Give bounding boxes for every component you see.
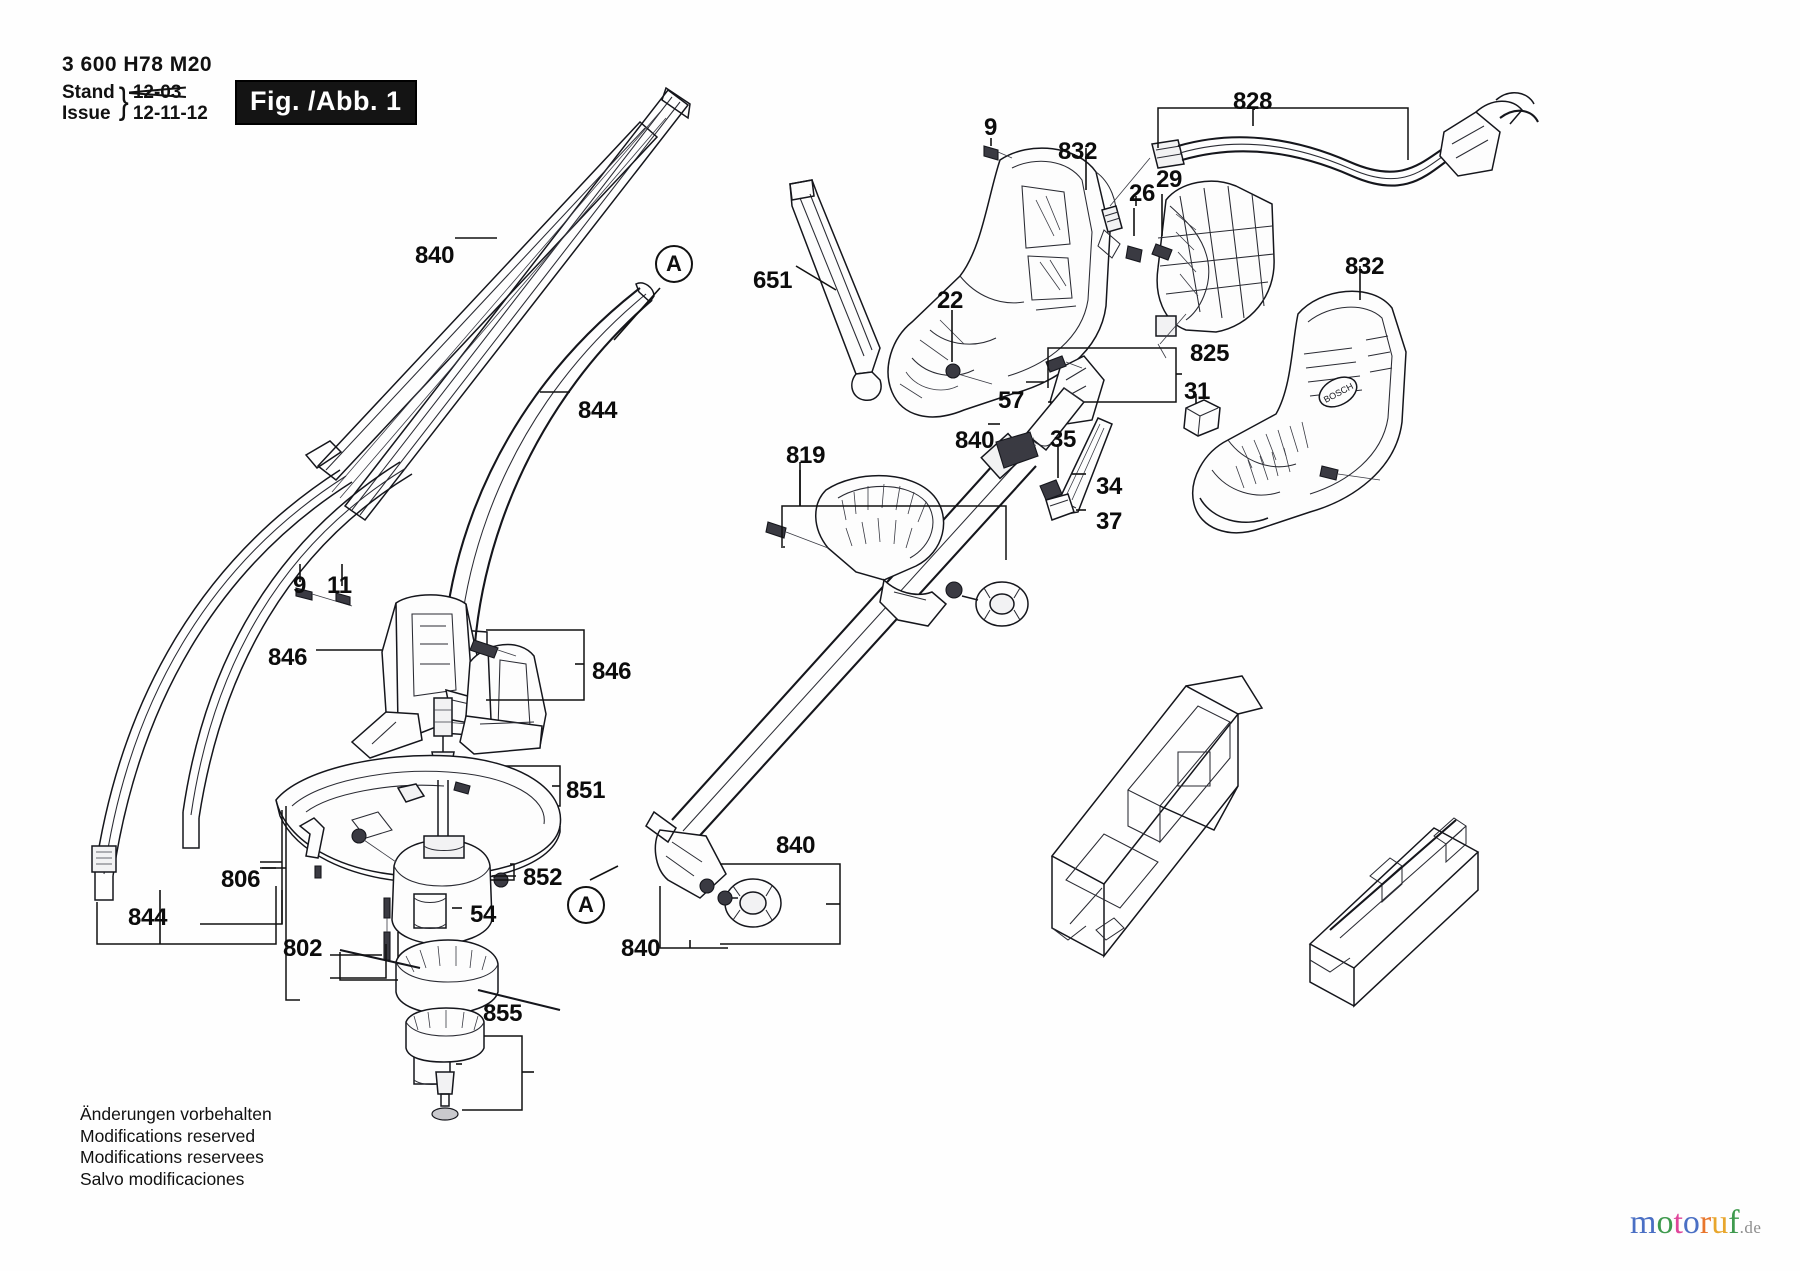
motor-825: [1045, 180, 1275, 425]
callout-651-c651: 651: [753, 267, 793, 294]
reference-mark-refA-top: A: [655, 245, 693, 283]
callout-54-c54: 54: [470, 901, 497, 928]
reference-mark-refA-bottom: A: [567, 886, 605, 924]
screw-22: [945, 310, 993, 385]
callout-35-c35: 35: [1050, 426, 1077, 453]
watermark-letter-5: u: [1711, 1204, 1729, 1241]
watermark-letters: motoruf: [1630, 1204, 1740, 1241]
guard-shield-806: [200, 754, 562, 925]
flexible-liner-844: [91, 461, 413, 901]
packaging-box-open: [1050, 675, 1264, 959]
callout-844-c844-bottom: 844: [128, 904, 168, 931]
callout-11-c11-left: 11: [327, 572, 352, 599]
callout-22-c22: 22: [937, 287, 964, 314]
watermark-letter-4: r: [1699, 1204, 1712, 1241]
callout-29-c29: 29: [1156, 166, 1183, 193]
bush-54: [413, 893, 462, 1086]
callout-57-c57: 57: [998, 387, 1025, 414]
part-number: 3 600 H78 M20: [62, 53, 213, 76]
revision-brace: }: [118, 80, 129, 122]
revision-dates: 12-03 12-11-12: [133, 82, 208, 124]
revision-labels: Stand Issue: [62, 82, 115, 124]
callout-802-c802: 802: [283, 935, 323, 962]
document-header: 3 600 H78 M20 Stand Issue } 12-03 12-11-…: [62, 52, 482, 124]
spring-840: [988, 423, 1039, 469]
leader-refA-bottom: [589, 865, 619, 881]
guard-bracket-846-left: [295, 564, 487, 759]
d-handle-819: [765, 462, 1029, 627]
callout-825-c825: 825: [1190, 340, 1230, 367]
disclaimer-es: Salvo modificaciones: [80, 1168, 245, 1189]
shaft-assembly-840: [304, 86, 691, 522]
motoruf-watermark: motoruf.de: [1630, 1206, 1761, 1245]
callout-31-c31: 31: [1184, 378, 1211, 405]
bracket-806: [262, 806, 300, 1001]
callout-806-c806: 806: [221, 866, 261, 893]
guard-bracket-846-right: [459, 629, 585, 755]
disclaimer-en: Modifications reserved: [80, 1125, 256, 1146]
stand-label: Stand: [62, 82, 115, 103]
main-shaft-840: [645, 432, 1037, 949]
callout-840-c840-handle: 840: [776, 832, 816, 859]
figure-badge: Fig. /Abb. 1: [235, 80, 417, 125]
drive-spindle-851: [431, 697, 561, 807]
pin-stack: [383, 897, 391, 961]
callout-846-c846-right: 846: [592, 658, 632, 685]
power-cord-828: [1151, 92, 1539, 187]
callout-26-c26: 26: [1129, 180, 1156, 207]
callout-852-c852: 852: [523, 864, 563, 891]
callout-9-c9-top: 9: [984, 114, 998, 141]
revision-block: Stand Issue } 12-03 12-11-12: [62, 81, 482, 124]
watermark-letter-6: f: [1728, 1204, 1740, 1241]
modifications-disclaimer: Änderungen vorbehalten Modifications res…: [80, 1104, 272, 1190]
watermark-letter-3: o: [1682, 1204, 1700, 1241]
callout-828-c828: 828: [1233, 88, 1273, 115]
date-superseded: 12-03: [132, 82, 182, 103]
disclaimer-fr: Modifications reservees: [80, 1147, 264, 1167]
callout-851-c851: 851: [566, 777, 606, 804]
trimmer-head-802: [330, 932, 561, 1121]
disclaimer-de: Änderungen vorbehalten: [80, 1104, 272, 1124]
callout-832-c832-right: 832: [1345, 253, 1385, 280]
shaft-ferrule-bits: [717, 890, 733, 906]
callout-819-c819: 819: [786, 442, 826, 469]
callout-37-c37: 37: [1096, 508, 1123, 535]
leader-refA-top: [613, 287, 661, 341]
date-current: 12-11-12: [132, 103, 208, 124]
svg-text:BOSCH: BOSCH: [1322, 381, 1355, 405]
housing-shell-832-left: [887, 138, 1121, 418]
watermark-letter-0: m: [1630, 1204, 1657, 1241]
callout-855-c855: 855: [483, 1000, 523, 1027]
housing-shell-832-right: BOSCH: [1192, 266, 1407, 534]
callout-832-c832-mid: 832: [1058, 138, 1098, 165]
callout-840-c840-spring: 840: [955, 427, 995, 454]
issue-label: Issue: [62, 103, 111, 124]
watermark-letter-1: o: [1656, 1204, 1674, 1241]
callout-840-c840-top: 840: [415, 242, 455, 269]
callout-9-c9-left: 9: [293, 572, 307, 599]
callout-846-c846-left: 846: [268, 644, 308, 671]
callout-34-c34: 34: [1096, 473, 1123, 500]
bracket-844-bottom: [96, 886, 277, 945]
watermark-tld: .de: [1739, 1218, 1762, 1237]
stake-651: [789, 179, 882, 401]
packaging-box-closed: [1308, 817, 1480, 1008]
callout-840-c840-low: 840: [621, 935, 661, 962]
watermark-letter-2: t: [1673, 1204, 1683, 1241]
callout-844-c844-mid: 844: [578, 397, 618, 424]
